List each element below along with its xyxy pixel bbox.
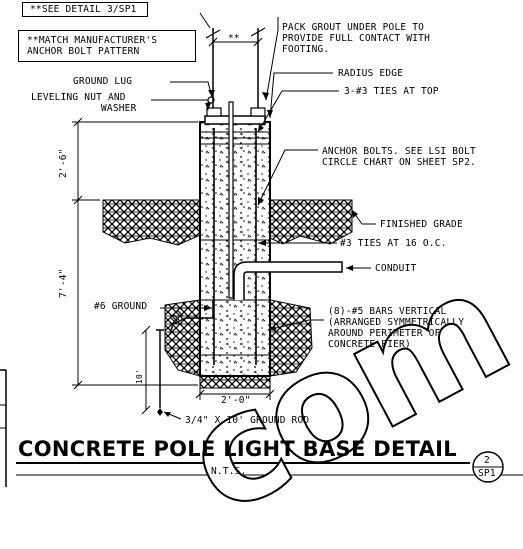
detail-drawing — [0, 12, 523, 487]
label-pack-grout-3: FOOTING. — [282, 44, 330, 55]
match-note-line-1: **MATCH MANUFACTURER'S — [27, 35, 158, 46]
see-detail-text: **SEE DETAIL 3/SP1 — [30, 4, 137, 15]
detail-title: CONCRETE POLE LIGHT BASE DETAIL — [18, 437, 457, 461]
see-detail-box: **SEE DETAIL 3/SP1 — [22, 2, 148, 17]
label-finished-grade: FINISHED GRADE — [380, 219, 463, 230]
label-ground-6: #6 GROUND — [94, 301, 148, 312]
dim-rod-length: 10' — [135, 368, 144, 384]
label-anchor-bolts-1: ANCHOR BOLTS. SEE LSI BOLT — [322, 146, 476, 157]
dim-lower: 7'-4" — [58, 268, 69, 298]
dim-top-star: ** — [228, 33, 240, 44]
dim-upper: 2'-6" — [58, 148, 69, 178]
label-pack-grout-2: PROVIDE FULL CONTACT WITH — [282, 33, 430, 44]
match-note-box: **MATCH MANUFACTURER'S ANCHOR BOLT PATTE… — [18, 30, 196, 62]
conduit — [233, 261, 343, 300]
label-ground-rod: 3/4" x 10' GROUND ROD — [185, 415, 310, 426]
dimension-lines — [72, 37, 275, 415]
label-pack-grout-1: PACK GROUT UNDER POLE TO — [282, 22, 425, 33]
label-ties-top: 3-#3 TIES AT TOP — [344, 86, 439, 97]
label-anchor-bolts-2: CIRCLE CHART ON SHEET SP2. — [322, 157, 476, 168]
dim-width: 2'-0" — [219, 395, 253, 406]
detail-ref-sheet: SP1 — [478, 468, 496, 479]
label-bars-2: (ARRANGED SYMMETRICALLY — [328, 317, 465, 328]
sheet-border — [0, 369, 523, 487]
label-bars-1: (8)-#5 BARS VERTICAL — [328, 306, 447, 317]
match-note-line-2: ANCHOR BOLT PATTERN — [27, 46, 140, 57]
label-conduit: CONDUIT — [375, 263, 417, 274]
label-bars-3: AROUND PERIMETER OF — [328, 328, 441, 339]
label-leveling-nut-1: LEVELING NUT AND — [31, 92, 126, 103]
leader-lines — [151, 12, 376, 420]
ground-rod — [156, 300, 214, 416]
label-ground-lug: GROUND LUG — [73, 76, 133, 87]
label-ties-16: #3 TIES AT 16 O.C. — [340, 238, 447, 249]
label-bars-4: CONCRETE PIER) — [328, 339, 411, 350]
label-leveling-nut-2: WASHER — [101, 103, 137, 114]
detail-ref-number: 2 — [484, 455, 490, 466]
scale-note: N.T.S. — [211, 466, 247, 477]
label-radius-edge: RADIUS EDGE — [338, 68, 404, 79]
concrete-pier — [199, 115, 271, 377]
arrowheads — [164, 90, 358, 417]
